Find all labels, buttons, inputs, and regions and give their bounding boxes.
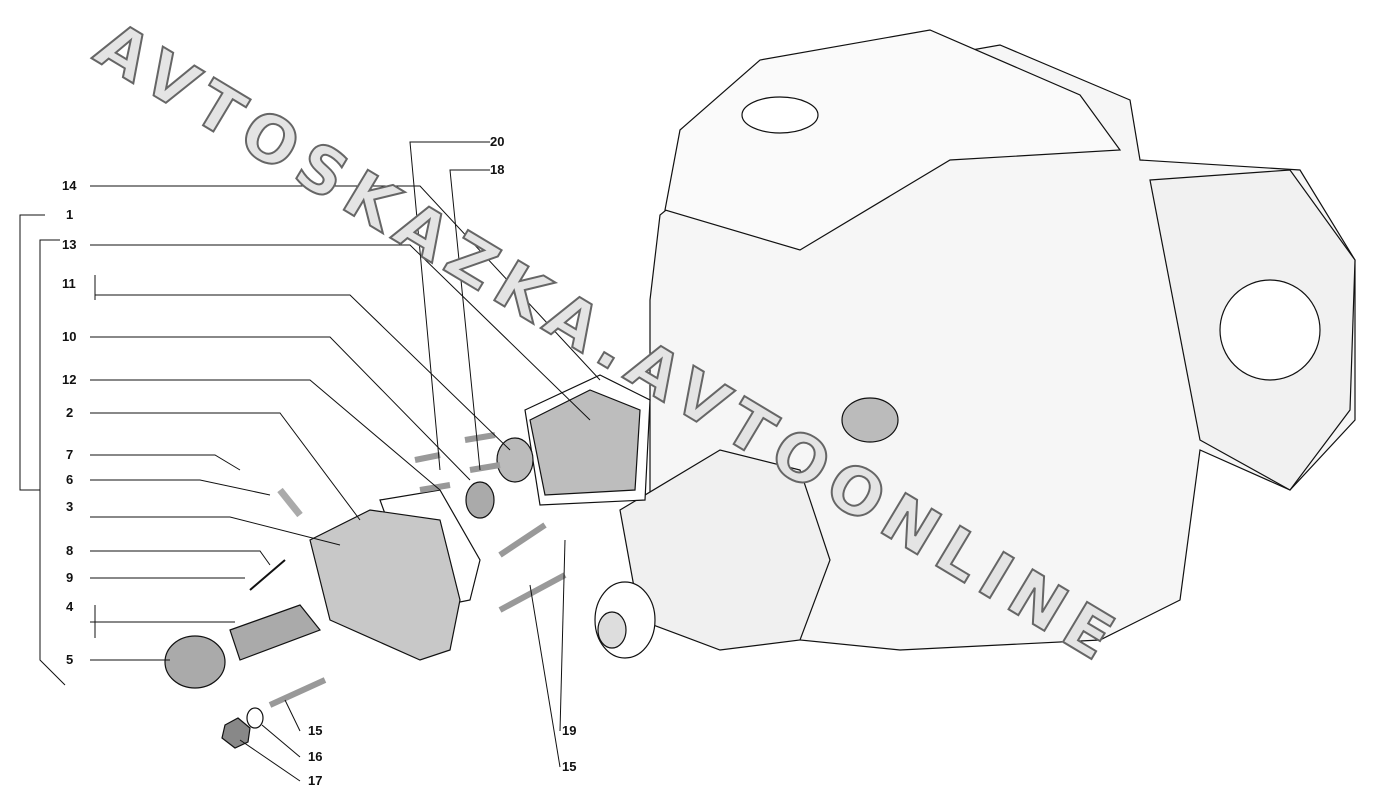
callout-19: 19 — [562, 723, 577, 738]
impeller — [465, 481, 495, 519]
callout-11: 11 — [62, 276, 76, 291]
flywheel-opening — [1219, 279, 1321, 381]
fitting — [277, 487, 303, 518]
washer — [246, 707, 264, 729]
callout-6: 6 — [66, 472, 74, 487]
callout-1: 1 — [66, 207, 74, 222]
callout-20: 20 — [490, 134, 505, 149]
oil-filler-cap — [741, 96, 819, 134]
valve-cover — [664, 29, 1122, 251]
callout-9: 9 — [66, 570, 74, 585]
callout-8: 8 — [66, 543, 74, 558]
callout-5: 5 — [66, 652, 74, 667]
callout-16: 16 — [308, 749, 323, 764]
water-pump-body — [309, 509, 461, 661]
callout-10: 10 — [62, 329, 77, 344]
callout-12: 12 — [62, 372, 77, 387]
callout-17: 17 — [308, 773, 323, 788]
screw — [249, 559, 286, 591]
callout-13: 13 — [62, 237, 77, 252]
callout-18: 18 — [490, 162, 505, 177]
pump-cover — [529, 389, 641, 496]
callout-15-right: 15 — [562, 759, 577, 774]
pump-shaft — [229, 604, 321, 661]
pump-hub — [164, 635, 226, 689]
callout-3: 3 — [66, 499, 74, 514]
thermostat-housing — [841, 397, 899, 443]
nut — [221, 717, 251, 749]
callout-2: 2 — [66, 405, 74, 420]
leader-lines — [19, 141, 601, 782]
studs — [268, 432, 567, 708]
callout-7: 7 — [66, 447, 74, 462]
callout-15-left: 15 — [308, 723, 323, 738]
callout-4: 4 — [66, 599, 74, 614]
callout-14: 14 — [62, 178, 77, 193]
seal — [496, 437, 534, 483]
